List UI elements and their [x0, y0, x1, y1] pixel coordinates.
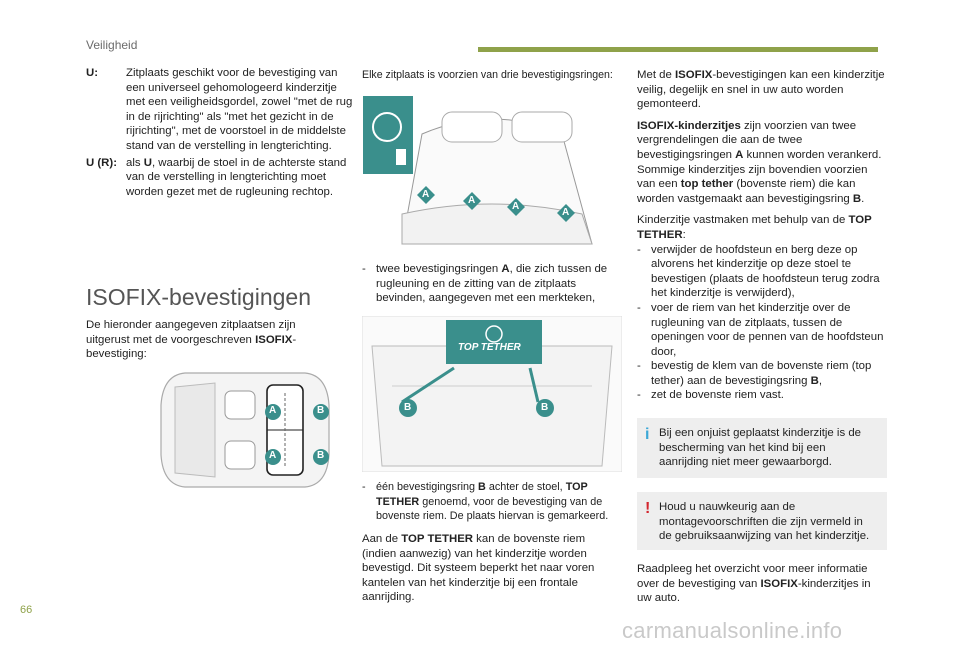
- paragraph: ISOFIX-kinderzitjes zijn voorzien van tw…: [637, 119, 887, 207]
- warning-box: ! Houd u nauwkeurig aan de montagevoorsc…: [637, 492, 887, 550]
- heading-isofix: ISOFIX-bevestigingen: [86, 284, 312, 310]
- text-span: zijn voorzien van twee vergrendelingen d…: [637, 119, 857, 161]
- list-text: twee bevestigingsringen A, die zich tuss…: [376, 262, 622, 306]
- list-item: -bevestig de klem van de bovenste riem (…: [637, 359, 887, 388]
- top-tether-sign: TOP TETHER: [458, 342, 521, 353]
- section-bar: [478, 47, 878, 52]
- paragraph: Raadpleeg het overzicht voor meer inform…: [637, 562, 887, 606]
- text-span: Aan de: [362, 533, 402, 545]
- page-number: 66: [20, 604, 33, 616]
- marker-a: A: [422, 189, 430, 200]
- list-text: verwijder de hoofdsteun en berg deze op …: [651, 243, 880, 300]
- info-box: i Bij een onjuist geplaatst kinderzitje …: [637, 418, 887, 478]
- definitions-block: U: Zitplaats geschikt voor de bevestigin…: [86, 66, 356, 199]
- marker-b: B: [404, 402, 412, 413]
- bold-span: B: [810, 374, 819, 387]
- bold-span: top tether: [680, 178, 734, 191]
- bullet-dash: -: [637, 301, 641, 314]
- warning-text: Houd u nauwkeurig aan de montagevoorschr…: [659, 501, 870, 543]
- paragraph: Kinderzitje vastmaken met behulp van de …: [637, 213, 887, 242]
- list-text: voer de riem van het kinderzitje over de…: [651, 301, 884, 358]
- text-span: één bevestigingsring: [376, 481, 479, 493]
- text-span: kan de bovenste riem (indien aanwezig) v…: [362, 533, 595, 604]
- info-text: Bij een onjuist geplaatst kinderzitje is…: [659, 427, 861, 469]
- rear-seat-figure: [362, 94, 622, 254]
- text-span: genoemd, voor de bevestiging van de bove…: [376, 495, 609, 523]
- marker-a: A: [562, 207, 570, 218]
- text-span: .: [861, 192, 865, 205]
- bold-span: TOP TETHER: [376, 481, 588, 508]
- marker-a: A: [269, 450, 277, 461]
- list-text: zet de bovenste riem vast.: [651, 389, 784, 402]
- marker-a: A: [468, 195, 476, 206]
- top-tether-figure: [362, 316, 622, 472]
- text-span: , waarbij de stoel in de achterste stand…: [126, 156, 347, 198]
- list-text: één bevestigingsring B achter de stoel, …: [376, 480, 624, 524]
- bold-span: TOP TETHER: [401, 533, 474, 545]
- bold-span: ISOFIX-kinderzitjes: [637, 119, 741, 132]
- bullet-dash: -: [637, 360, 641, 373]
- bullet-dash: -: [637, 389, 641, 402]
- bullet-dash: -: [637, 243, 641, 256]
- marker-a: A: [269, 405, 277, 416]
- list-item: -voer de riem van het kinderzitje over d…: [637, 301, 887, 359]
- text-span: bevestig de klem van de bovenste riem (t…: [651, 360, 872, 387]
- text-span: achter de stoel,: [485, 481, 566, 493]
- list-item: -zet de bovenste riem vast.: [637, 388, 887, 403]
- isofix-intro: De hieronder aangegeven zitplaatsen zijn…: [86, 318, 316, 362]
- bold-span: U: [143, 156, 152, 169]
- text-span: De hieronder aangegeven zitplaatsen zijn…: [86, 319, 296, 346]
- text-span: :: [682, 228, 686, 241]
- text-span: twee bevestigingsringen: [376, 263, 502, 275]
- car-topview-diagram: [160, 372, 330, 488]
- definition-key: U (R):: [86, 156, 117, 169]
- text-span: -kinderzitjes in uw auto.: [637, 577, 871, 605]
- bold-span: B: [852, 192, 862, 205]
- marker-b: B: [317, 450, 325, 461]
- bold-span: A: [501, 263, 510, 275]
- bold-span: TOP TETHER: [637, 214, 872, 241]
- middle-intro: Elke zitplaats is voorzien van drie beve…: [362, 69, 613, 81]
- marker-a: A: [512, 201, 520, 212]
- definition-key: U:: [86, 67, 99, 79]
- text-span: -bevestiging:: [86, 333, 297, 361]
- text-span: kunnen worden verankerd. Sommige kinderz…: [637, 148, 882, 191]
- list-item: -verwijder de hoofdsteun en berg deze op…: [637, 243, 887, 301]
- text-span: Met de: [637, 69, 675, 81]
- warning-icon: !: [645, 500, 651, 517]
- definition-ur: U (R): als U, waarbij de stoel in de ach…: [86, 156, 356, 200]
- bullet-dash: -: [362, 481, 366, 493]
- marker-b: B: [541, 402, 549, 413]
- marker-b: B: [317, 405, 325, 416]
- text-span: (bovenste riem) die kan worden vastgemaa…: [637, 178, 856, 205]
- paragraph: Met de ISOFIX-bevestigingen kan een kind…: [637, 68, 887, 112]
- bullet-dash: -: [362, 263, 366, 275]
- text-span: als: [126, 156, 144, 169]
- bold-span: A: [735, 148, 744, 161]
- list-item: - één bevestigingsring B achter de stoel…: [362, 480, 624, 524]
- text-span: Kinderzitje vastmaken met behulp van de: [637, 214, 849, 227]
- list-text: bevestig de klem van de bovenste riem (t…: [651, 359, 887, 388]
- list-item: - twee bevestigingsringen A, die zich tu…: [362, 262, 622, 306]
- info-icon: i: [645, 426, 650, 443]
- bold-span: B: [478, 481, 486, 493]
- bold-span: ISOFIX: [675, 69, 713, 81]
- definition-text: als U, waarbij de stoel in de achterste …: [126, 156, 356, 200]
- section-title: Veiligheid: [86, 38, 138, 52]
- text-span: -bevestigingen kan een kinderzitje veili…: [637, 69, 885, 111]
- top-tether-paragraph: Aan de TOP TETHER kan de bovenste riem (…: [362, 532, 612, 605]
- bold-span: ISOFIX: [255, 333, 293, 346]
- text-span: Raadpleeg het overzicht voor meer inform…: [637, 563, 868, 590]
- text-span: ,: [818, 374, 822, 387]
- bold-span: ISOFIX: [760, 577, 798, 590]
- definition-u: U: Zitplaats geschikt voor de bevestigin…: [86, 66, 356, 154]
- watermark: carmanualsonline.info: [622, 618, 843, 643]
- definition-text: Zitplaats geschikt voor de bevestiging v…: [126, 67, 353, 152]
- right-column: Met de ISOFIX-bevestigingen kan een kind…: [637, 68, 887, 403]
- text-span: , die zich tussen de rugleuning en de zi…: [376, 263, 608, 305]
